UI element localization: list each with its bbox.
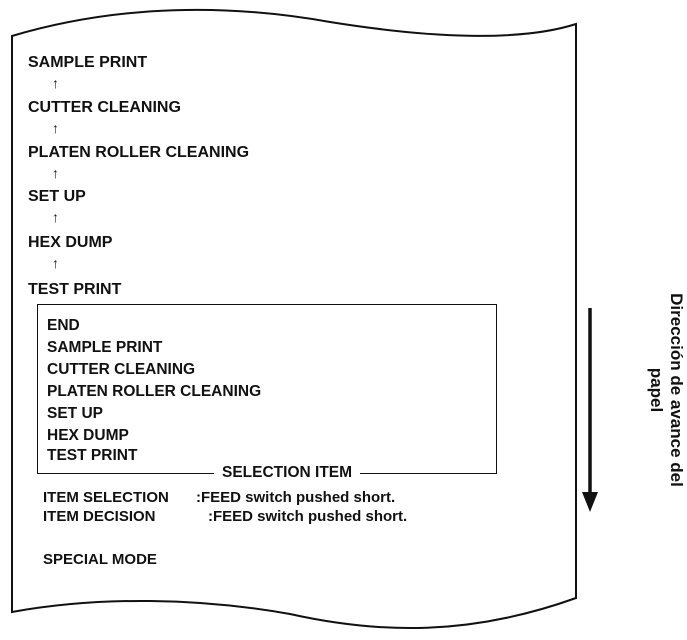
selection-item-test-print: TEST PRINT [47, 447, 138, 464]
selection-item-cutter-cleaning: CUTTER CLEANING [47, 361, 196, 378]
instruction-action-item-decision: :FEED switch pushed short. [208, 508, 408, 525]
selection-item-sample-print: SAMPLE PRINT [47, 339, 163, 356]
selection-item-set-up: SET UP [47, 405, 103, 422]
feed-direction-label-line2: papel [647, 367, 666, 413]
up-arrow: ↑ [52, 209, 59, 225]
selection-item-hex-dump: HEX DUMP [47, 427, 129, 444]
menu-item-hex-dump: HEX DUMP [28, 234, 113, 251]
up-arrow: ↑ [52, 255, 59, 271]
selection-item-end: END [47, 317, 80, 334]
up-arrow: ↑ [52, 120, 59, 136]
up-arrow: ↑ [52, 165, 59, 181]
menu-item-platen-roller-cleaning: PLATEN ROLLER CLEANING [28, 144, 250, 161]
selection-item-platen-roller-cleaning: PLATEN ROLLER CLEANING [47, 383, 262, 400]
instruction-label-item-selection: ITEM SELECTION [43, 489, 169, 506]
special-mode-label: SPECIAL MODE [43, 551, 157, 568]
selection-box: END SAMPLE PRINT CUTTER CLEANING PLATEN … [37, 304, 497, 481]
instruction-label-item-decision: ITEM DECISION [43, 508, 156, 525]
menu-item-cutter-cleaning: CUTTER CLEANING [28, 99, 181, 116]
feed-direction-arrow-head [582, 492, 598, 512]
menu-item-sample-print: SAMPLE PRINT [28, 54, 148, 71]
menu-item-test-print: TEST PRINT [28, 281, 122, 298]
instruction-action-item-selection: :FEED switch pushed short. [196, 489, 396, 506]
selection-box-caption: SELECTION ITEM [214, 465, 361, 481]
feed-direction-label-line1: Dirección de avance del [667, 293, 686, 487]
up-arrow: ↑ [52, 75, 59, 91]
feed-direction-label: Dirección de avance del papel [614, 250, 686, 530]
menu-item-set-up: SET UP [28, 188, 86, 205]
